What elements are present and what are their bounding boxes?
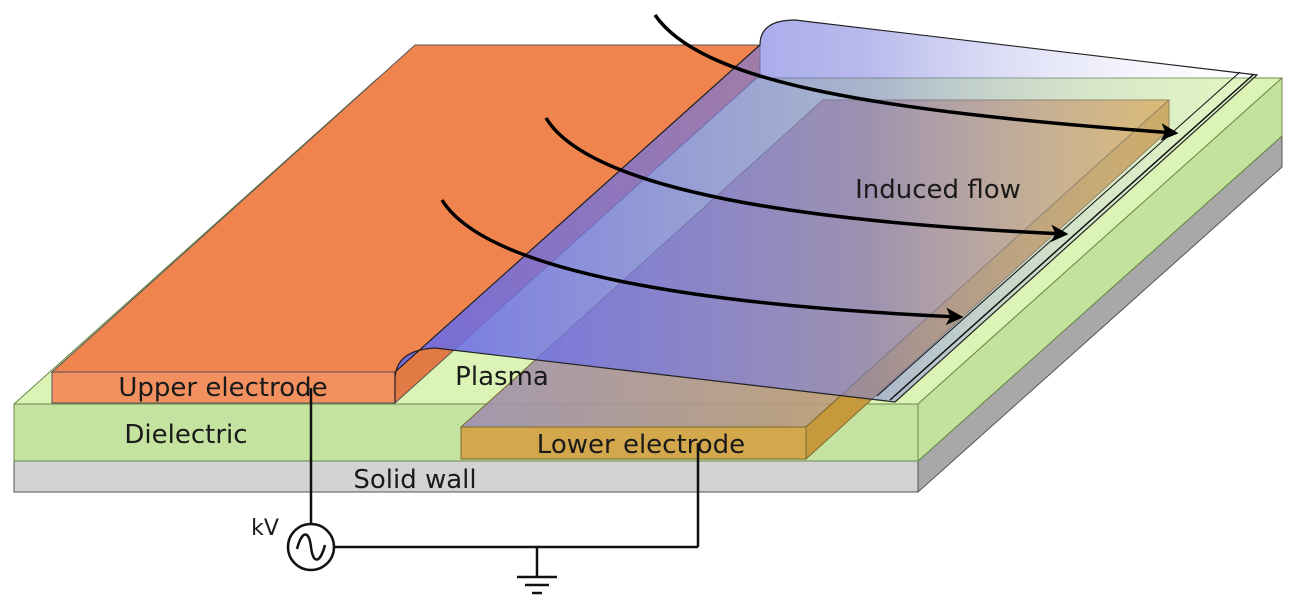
voltage-source-label: kV	[251, 516, 279, 541]
induced-flow-arrows	[440, 14, 1179, 326]
induced-flow-label: Induced flow	[855, 175, 1021, 205]
dielectric-label: Dielectric	[124, 420, 247, 450]
lower-electrode-label: Lower electrode	[537, 430, 745, 460]
solid-wall	[13, 134, 1283, 494]
solid-wall-label: Solid wall	[353, 465, 476, 495]
flow-arrow	[653, 14, 1179, 141]
ac-source-icon	[286, 522, 336, 572]
upper-electrode-label: Upper electrode	[118, 373, 327, 403]
plasma-label: Plasma	[455, 362, 549, 392]
lower-electrode-front	[460, 426, 807, 460]
flow-arrow	[544, 117, 1069, 243]
upper-electrode-front	[51, 371, 396, 404]
circuit	[309, 388, 700, 576]
flow-arrow	[440, 199, 964, 326]
ground-symbol-icon	[517, 575, 557, 595]
plasma-region	[394, 19, 1259, 403]
plasma-edge-line	[889, 73, 1255, 401]
